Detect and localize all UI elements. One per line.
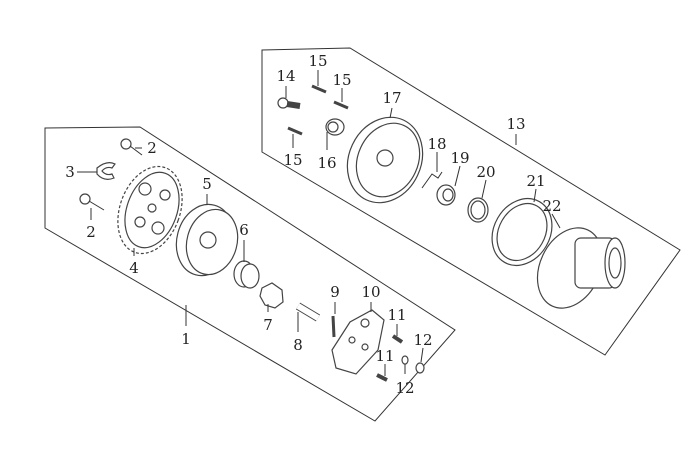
washer-part-12a [415,362,425,374]
pin-part-9 [331,315,336,338]
callout-4: 4 [129,259,139,277]
callout-15a: 15 [308,52,327,70]
clip-part-3 [96,162,116,180]
callout-11a: 11 [387,306,406,324]
sprocket-part-4 [117,165,183,255]
spring-part-18 [421,171,443,189]
washer-part-12b [401,355,409,365]
callout-15c: 15 [283,151,302,169]
callout-18: 18 [427,135,446,153]
callout-13: 13 [506,115,525,133]
housing-part-22 [536,227,626,309]
washer-part-20 [467,197,489,223]
collar-part-19 [436,184,456,206]
callout-15b: 15 [332,71,351,89]
plate-part-10 [331,309,385,375]
clutch-outer-part-5 [175,203,239,277]
group-13-outline [261,47,681,356]
callout-12b: 12 [395,379,414,397]
callout-2b: 2 [86,223,96,241]
callout-5: 5 [202,175,212,193]
callout-22: 22 [542,197,561,215]
callout-8: 8 [293,336,303,354]
callout-9: 9 [330,283,340,301]
callout-21: 21 [526,172,545,190]
bolt-part-2b [79,193,105,211]
one-way-clutch-part-6 [233,260,260,289]
gear-part-7 [259,282,284,309]
callout-10: 10 [361,283,380,301]
bolt-part-11a [391,334,404,344]
bolt-part-11b [376,373,388,382]
callout-20: 20 [476,163,495,181]
bolt-part-15c [287,126,303,136]
leader-lines [77,70,561,376]
callout-6: 6 [239,221,249,239]
callout-11b: 11 [375,347,394,365]
callout-2a: 2 [147,139,157,157]
callout-1: 1 [181,330,191,348]
callout-17: 17 [382,89,401,107]
shaft-part-8 [295,302,321,322]
bolt-part-2a [120,138,143,156]
drive-plate-part-17 [346,116,424,204]
callout-14: 14 [276,67,295,85]
bolt-part-15b [333,100,349,110]
callout-19: 19 [450,149,469,167]
callout-7: 7 [263,316,273,334]
callout-16: 16 [317,154,336,172]
gasket-part-21 [491,198,553,266]
pin-part-14 [277,97,301,109]
callout-3: 3 [65,163,75,181]
callout-12a: 12 [413,331,432,349]
bolt-part-15a [311,84,327,94]
spring-part-16 [325,118,345,136]
group-1-outline [44,126,456,422]
